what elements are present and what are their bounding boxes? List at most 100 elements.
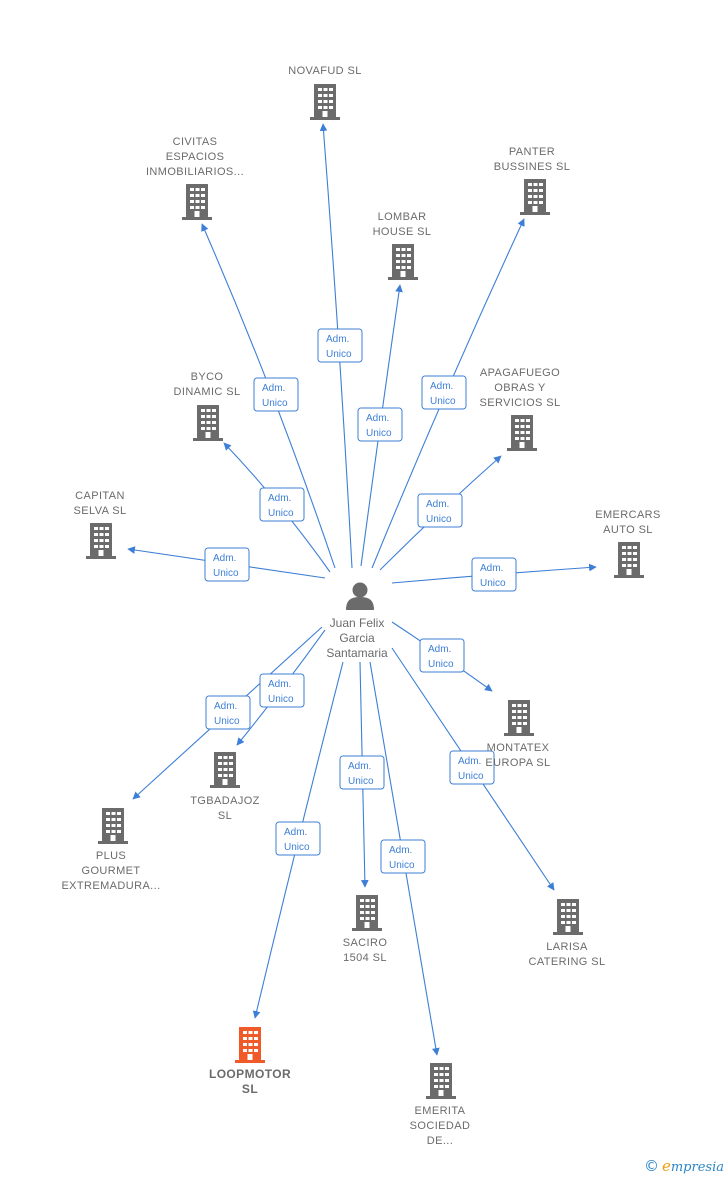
role-box — [357, 407, 403, 442]
role-text-line: Adm. — [430, 381, 453, 392]
role-label-saciro[interactable]: Adm.Unico — [339, 755, 385, 790]
building-icon — [520, 179, 550, 215]
company-node-civitas[interactable]: CIVITAS ESPACIOS INMOBILIARIOS... — [146, 136, 244, 220]
role-label-civitas[interactable]: Adm.Unico — [253, 377, 299, 412]
company-node-lombar[interactable]: LOMBAR HOUSE SL — [373, 211, 432, 280]
role-text-line: Unico — [284, 842, 310, 853]
role-label-lombar[interactable]: Adm.Unico — [357, 407, 403, 442]
role-text-line: Adm. — [262, 383, 285, 394]
role-text-line: Unico — [389, 860, 415, 871]
person-name-line-2: Garcia — [339, 631, 375, 645]
person-name-line-3: Santamaria — [326, 646, 388, 660]
person-name-line-1: Juan Felix — [330, 616, 385, 630]
company-name-line: MONTATEX — [487, 742, 550, 754]
role-box — [317, 328, 363, 363]
edges: Adm.UnicoAdm.UnicoAdm.UnicoAdm.UnicoAdm.… — [127, 123, 597, 1056]
role-label-montatex[interactable]: Adm. Unico — [419, 638, 465, 673]
person-icon — [346, 582, 374, 610]
building-icon — [507, 415, 537, 451]
role-text-line: Adm. — [213, 553, 236, 564]
role-label-byco[interactable]: Adm. Unico — [259, 487, 305, 522]
building-icon — [98, 808, 128, 844]
company-name-line: SOCIEDAD — [410, 1120, 471, 1132]
building-icon — [426, 1063, 456, 1099]
role-box — [339, 755, 385, 790]
role-box — [449, 750, 495, 785]
role-text-line: Unico — [428, 659, 454, 670]
company-name-line: PLUS — [96, 850, 126, 862]
role-box — [380, 839, 426, 874]
role-text-line: Adm. — [428, 644, 451, 655]
role-label-emerita[interactable]: Adm.Unico — [380, 839, 426, 874]
role-text-line: Unico — [268, 508, 294, 519]
company-name-line: HOUSE SL — [373, 226, 432, 238]
company-name-line: EUROPA SL — [485, 757, 550, 769]
role-label-capitan[interactable]: Adm. Unico — [204, 547, 250, 582]
company-name-line: 1504 SL — [343, 952, 387, 964]
center-person[interactable]: Juan Felix Garcia Santamaria — [326, 582, 388, 661]
role-box — [471, 557, 517, 592]
role-box — [417, 493, 463, 528]
role-label-plus[interactable]: Adm.Unico — [205, 695, 251, 730]
role-text-line: Unico — [268, 694, 294, 705]
role-box — [259, 673, 305, 708]
role-text-line: Adm. — [426, 499, 449, 510]
building-icon — [310, 84, 340, 120]
company-node-plus[interactable]: PLUSGOURMETEXTREMADURA... — [61, 808, 160, 892]
company-node-novafud[interactable]: NOVAFUD SL — [288, 65, 361, 120]
company-node-montatex[interactable]: MONTATEX EUROPA SL — [485, 700, 550, 769]
company-node-emerita[interactable]: EMERITA SOCIEDAD DE... — [410, 1063, 471, 1147]
company-node-emercars[interactable]: EMERCARS AUTO SL — [595, 509, 661, 578]
role-label-novafud[interactable]: Adm.Unico — [317, 328, 363, 363]
role-text-line: Adm. — [366, 413, 389, 424]
company-name-line: PANTER — [509, 146, 555, 158]
role-box — [204, 547, 250, 582]
role-text-line: Unico — [214, 716, 240, 727]
company-name-line: INMOBILIARIOS... — [146, 166, 244, 178]
brand-logo[interactable]: empresia — [662, 1157, 724, 1176]
company-name-line: ESPACIOS — [166, 151, 225, 163]
role-box — [253, 377, 299, 412]
company-name-line: LOMBAR — [378, 211, 427, 223]
role-text-line: Unico — [348, 776, 374, 787]
role-box — [419, 638, 465, 673]
role-label-panter[interactable]: Adm.Unico — [421, 375, 467, 410]
company-name-line: SELVA SL — [74, 505, 127, 517]
building-icon — [86, 523, 116, 559]
company-name-line: CIVITAS — [173, 136, 218, 148]
company-name-line: GOURMET — [81, 865, 140, 877]
company-name-line: EMERITA — [415, 1105, 466, 1117]
building-icon — [235, 1027, 265, 1063]
company-name-line: CAPITAN — [75, 490, 125, 502]
role-box — [259, 487, 305, 522]
company-node-capitan[interactable]: CAPITAN SELVA SL — [74, 490, 127, 559]
role-label-loopmotor[interactable]: Adm. Unico — [275, 821, 321, 856]
role-text-line: Adm. — [284, 827, 307, 838]
company-name-line: NOVAFUD SL — [288, 65, 361, 77]
role-text-line: Adm. — [268, 679, 291, 690]
company-name-line: EMERCARS — [595, 509, 661, 521]
brand-name: mpresia — [670, 1159, 724, 1175]
company-name-line: LARISA — [546, 941, 588, 953]
role-label-emercars[interactable]: Adm.Unico — [471, 557, 517, 592]
role-label-tgbadajoz[interactable]: Adm. Unico — [259, 673, 305, 708]
company-name-line: CATERING SL — [529, 956, 606, 968]
company-name-line: DE... — [427, 1135, 453, 1147]
role-label-larisa[interactable]: Adm.Unico — [449, 750, 495, 785]
role-label-apagafuego[interactable]: Adm.Unico — [417, 493, 463, 528]
building-icon — [352, 895, 382, 931]
role-text-line: Adm. — [268, 493, 291, 504]
role-box — [275, 821, 321, 856]
company-name-line: AUTO SL — [603, 524, 653, 536]
company-name-line: SL — [242, 1082, 258, 1096]
company-node-larisa[interactable]: LARISA CATERING SL — [529, 899, 606, 968]
company-nodes: NOVAFUD SL CIVITAS ESPACIOS INMOBILIARIOS..… — [61, 65, 660, 1147]
role-text-line: Unico — [213, 568, 239, 579]
